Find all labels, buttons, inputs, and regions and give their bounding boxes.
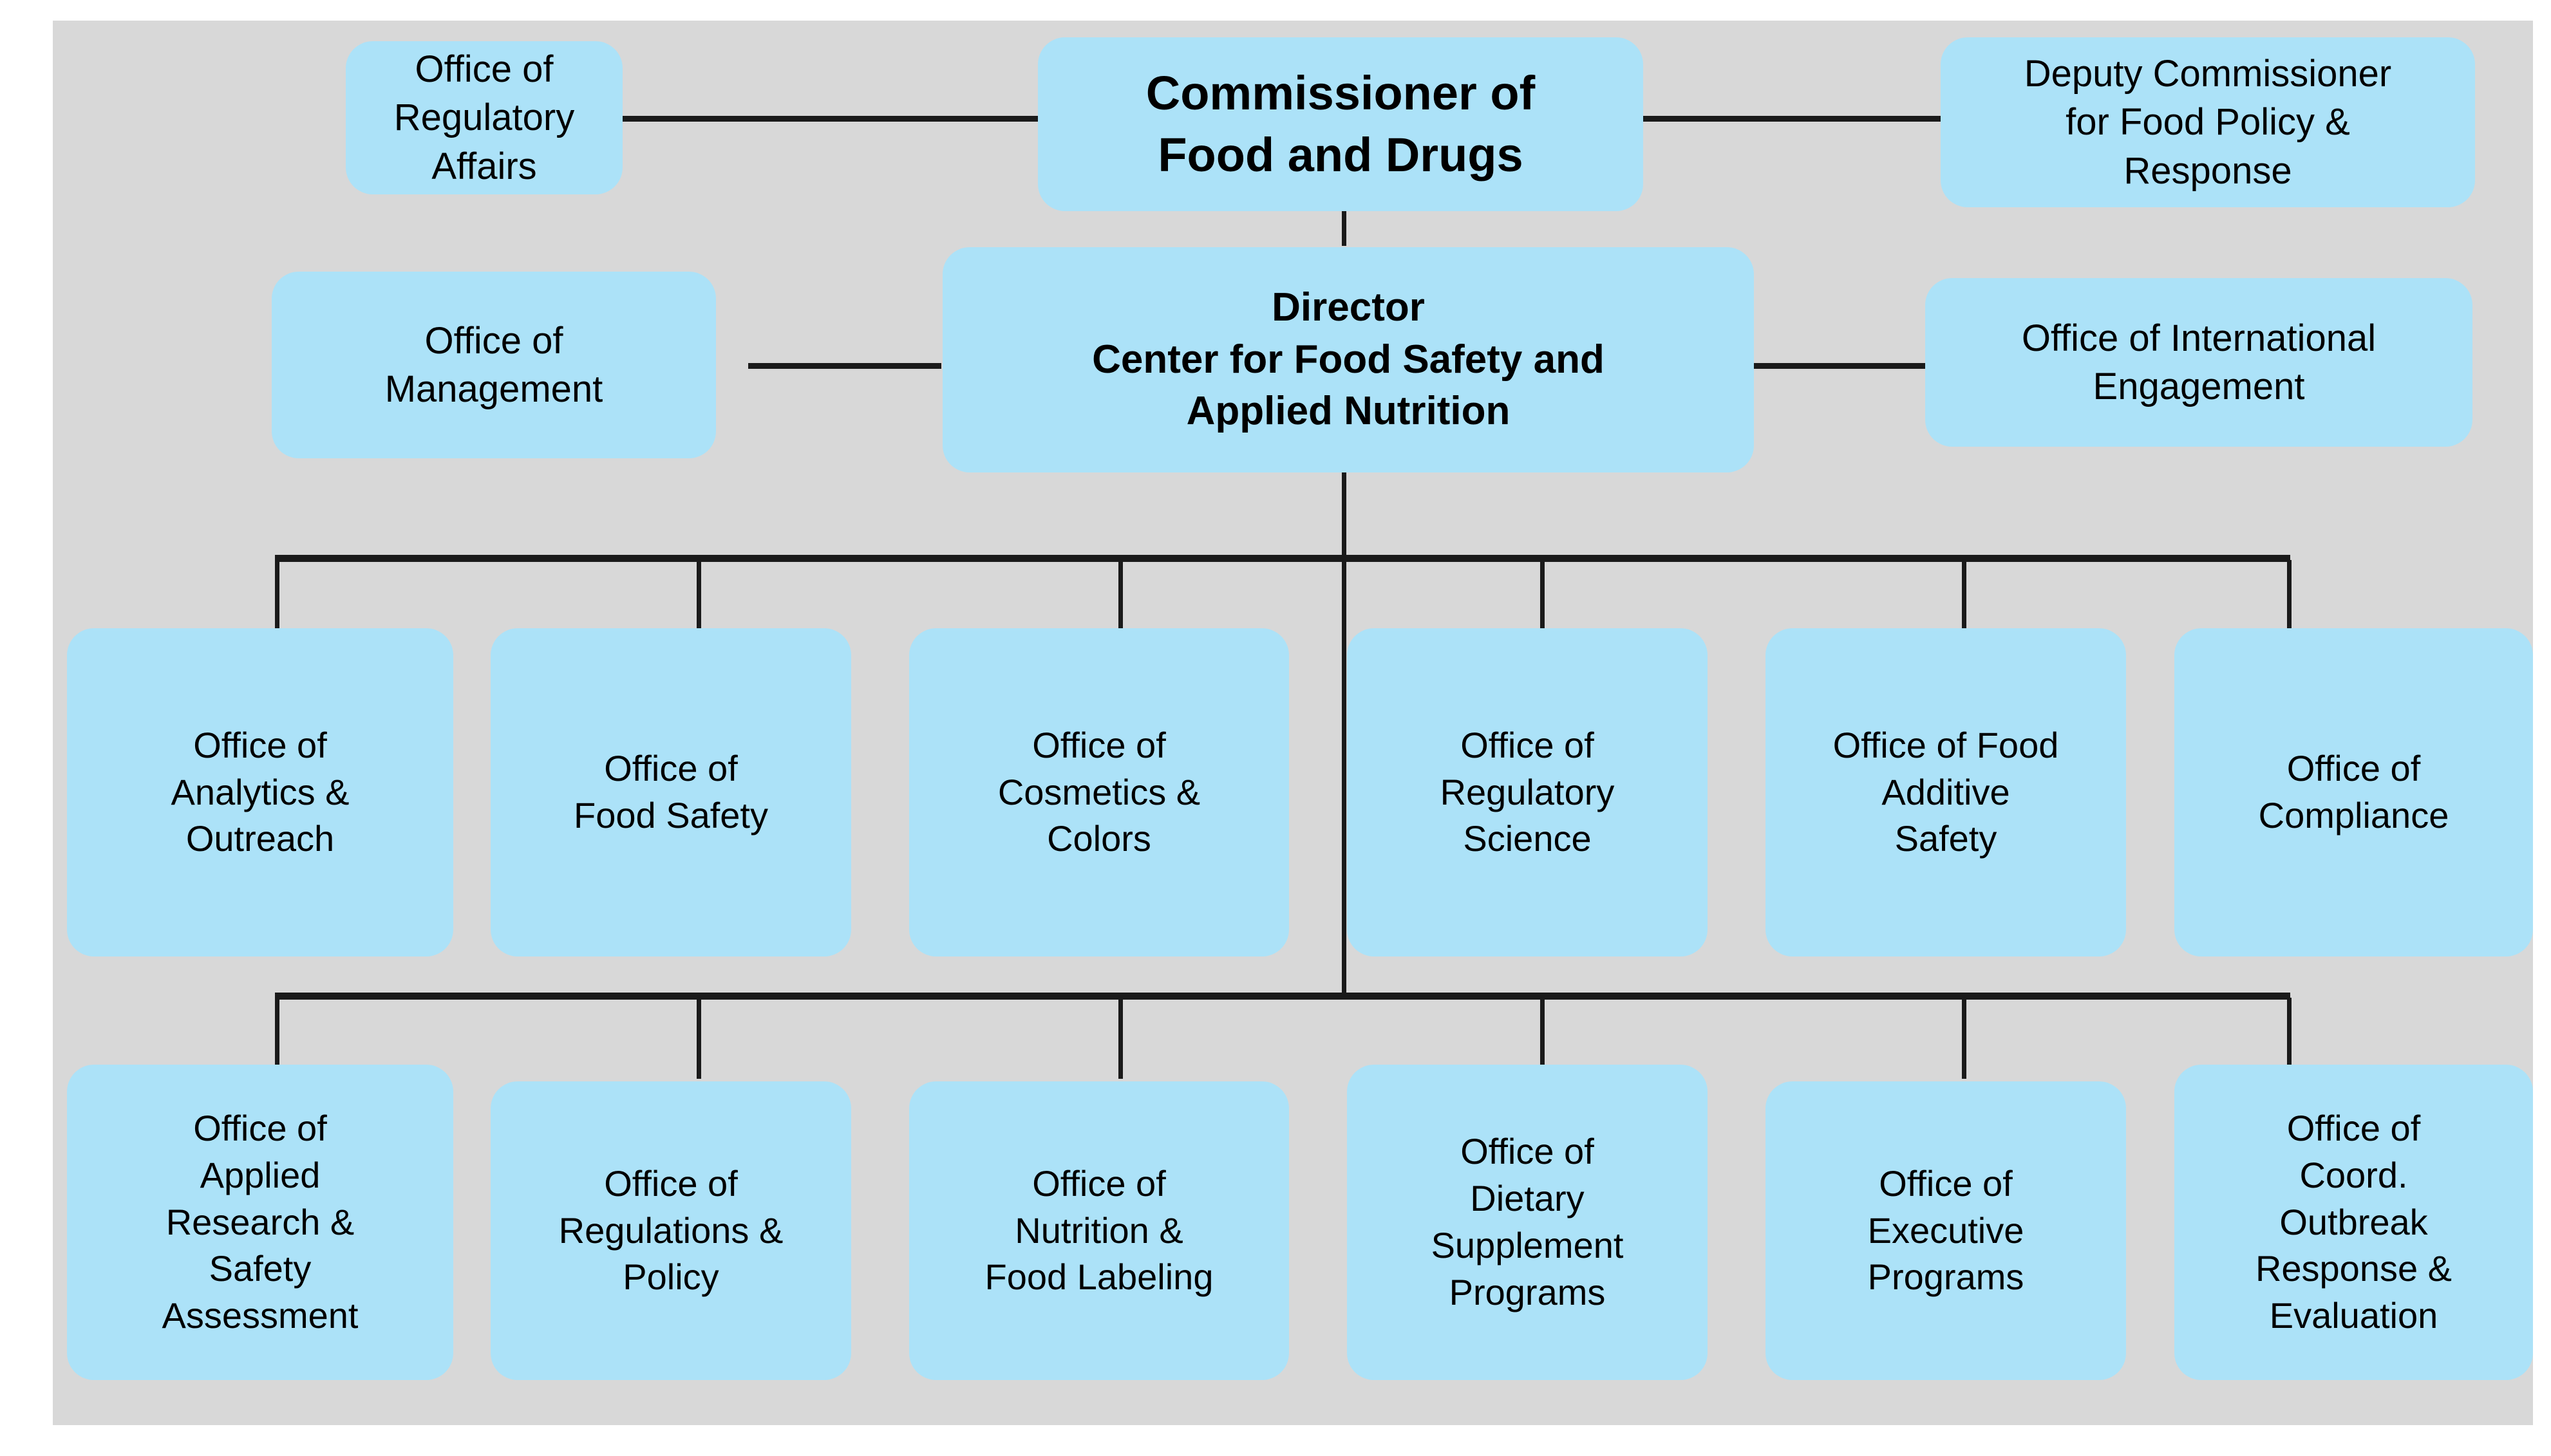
node-label: Office of Regulations & Policy [558,1162,784,1298]
node-label: Office of Analytics & Outreach [171,724,350,859]
node-office-of-international-engagement[interactable]: Office of International Engagement [1925,278,2472,447]
node-office-of-nutrition-food-labeling[interactable]: Office of Nutrition & Food Labeling [909,1081,1289,1380]
connector-director-spine [1342,471,1346,994]
connector-row4-drop-1 [275,998,279,1079]
node-label: Office of Management [384,319,603,410]
node-director-center-for-food-safety-and-applied-nutrition[interactable]: Director Center for Food Safety and Appl… [943,247,1754,472]
connector-row3-drop-2 [697,560,701,628]
connector-row3-drop-1 [275,560,279,628]
node-label: Office of Coord. Outbreak Response & Eva… [2255,1108,2452,1336]
node-label: Office of Executive Programs [1867,1162,2024,1298]
connector-row3-drop-5 [1962,560,1966,628]
node-label: Office of Applied Research & Safety Asse… [162,1108,359,1336]
connector-row4-drop-2 [697,998,701,1079]
node-label: Office of Regulatory Science [1440,724,1615,859]
connector-row4-drop-6 [2287,998,2292,1079]
connector-commissioner-to-director [1342,207,1346,246]
node-label: Office of Food Safety [574,748,768,835]
connector-management-to-director [748,363,941,369]
node-label: Office of Food Additive Safety [1832,724,2059,859]
node-office-of-regulations-policy[interactable]: Office of Regulations & Policy [491,1081,851,1380]
node-label: Office of International Engagement [2021,317,2377,407]
node-label: Office of Cosmetics & Colors [997,724,1201,859]
node-office-of-analytics-outreach[interactable]: Office of Analytics & Outreach [67,628,453,957]
node-office-of-coord-outbreak-response-evaluation[interactable]: Office of Coord. Outbreak Response & Eva… [2174,1065,2533,1380]
node-deputy-commissioner-for-food-policy-response[interactable]: Deputy Commissioner for Food Policy & Re… [1941,37,2475,207]
connector-row4-drop-4 [1540,998,1545,1079]
node-label: Office of Nutrition & Food Labeling [984,1162,1214,1298]
node-label: Commissioner of Food and Drugs [1145,66,1536,182]
node-office-of-regulatory-affairs[interactable]: Office of Regulatory Affairs [346,41,623,194]
node-label: Office of Dietary Supplement Programs [1431,1131,1624,1312]
org-chart-canvas: Office of Regulatory Affairs Commissione… [53,21,2533,1425]
connector-regaffairs-to-commissioner [603,116,1039,122]
connector-row3-drop-6 [2287,560,2292,628]
node-label: Office of Compliance [2258,748,2449,835]
connector-row3-drop-3 [1118,560,1123,628]
node-office-of-management[interactable]: Office of Management [272,272,716,458]
node-label: Deputy Commissioner for Food Policy & Re… [2024,52,2392,192]
node-commissioner-of-food-and-drugs[interactable]: Commissioner of Food and Drugs [1038,37,1643,211]
node-office-of-regulatory-science[interactable]: Office of Regulatory Science [1347,628,1708,957]
node-label: Director Center for Food Safety and Appl… [1092,285,1605,434]
connector-row4-bus [275,993,2290,1000]
node-office-of-compliance[interactable]: Office of Compliance [2174,628,2533,957]
connector-row3-drop-4 [1540,560,1545,628]
connector-commissioner-to-deputy [1592,116,1943,122]
node-label: Office of Regulatory Affairs [393,48,575,187]
connector-row4-drop-5 [1962,998,1966,1079]
node-office-of-cosmetics-colors[interactable]: Office of Cosmetics & Colors [909,628,1289,957]
node-office-of-applied-research-safety-assessment[interactable]: Office of Applied Research & Safety Asse… [67,1065,453,1380]
connector-director-to-international [1740,363,1926,369]
node-office-of-food-safety[interactable]: Office of Food Safety [491,628,851,957]
connector-row4-drop-3 [1118,998,1123,1079]
node-office-of-dietary-supplement-programs[interactable]: Office of Dietary Supplement Programs [1347,1065,1708,1380]
connector-row3-bus [275,555,2290,562]
node-office-of-food-additive-safety[interactable]: Office of Food Additive Safety [1765,628,2126,957]
node-office-of-executive-programs[interactable]: Office of Executive Programs [1765,1081,2126,1380]
